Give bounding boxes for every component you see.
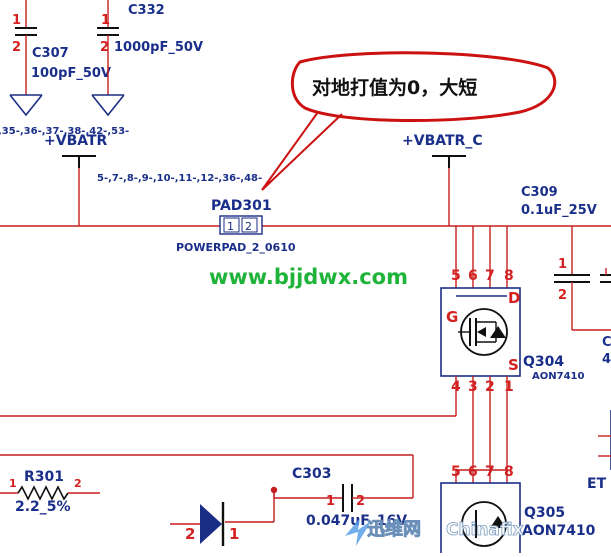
vbatr-page-refs: 5-,7-,8-,9-,10-,11-,12-,36-,48- [97, 173, 262, 184]
q304-part: AON7410 [532, 371, 584, 382]
q304-pin-1: 1 [504, 379, 514, 395]
pad301: PAD301 1 2 POWERPAD_2_0610 [176, 198, 296, 254]
gnd1-triangle [9, 94, 43, 117]
pad301-cell-1 [223, 217, 240, 233]
edge-label-c: C [602, 335, 611, 350]
r301-ref: R301 [24, 469, 64, 485]
watermark-text: www.bjjdwx.com [209, 265, 408, 289]
net-vbatr-c: +VBATR_C [402, 133, 483, 226]
annotation-bubble: 对地打值为0，大短 [261, 51, 557, 191]
q304-pin-2: 2 [485, 379, 495, 395]
q305-part: AON7410 [522, 523, 596, 539]
c332-ref: C332 [128, 3, 165, 18]
c332-pin-top: 1 [101, 13, 110, 28]
q305-diode-icon [490, 516, 506, 528]
ground-page-refs: ,35-,36-,37-,38-,42-,53- [0, 126, 129, 137]
logo-mark-icon [345, 518, 372, 546]
c309-pin2: 2 [558, 288, 567, 303]
c307-pin-top: 1 [12, 13, 21, 28]
logo-text-cn: 迅维网 [367, 518, 421, 540]
q304-diode-icon [490, 326, 506, 338]
annotation-pointer [261, 111, 343, 191]
c307-value: 100pF_50V [31, 66, 111, 81]
r301-zigzag-icon [17, 485, 69, 501]
mosfet-q305: 5 6 7 8 Q305 AON7410 [440, 464, 596, 557]
c303-value: 0.047uF_16V [306, 513, 407, 529]
pad301-ref: PAD301 [211, 198, 272, 214]
pad301-pin1: 1 [227, 220, 234, 233]
annotation-text: 对地打值为0，大短 [312, 76, 477, 99]
c309-pin1: 1 [558, 257, 567, 272]
diode-pin-1: 1 [229, 525, 239, 543]
diode-triangle-icon [200, 504, 222, 544]
c309-ref: C309 [521, 185, 558, 200]
logo-text-latin: Chinafix [446, 520, 524, 540]
vbatr-label: +VBATR [44, 133, 108, 149]
c307-pin-label: 2 [12, 40, 21, 55]
q304-ref: Q304 [523, 354, 564, 370]
pad301-footprint: POWERPAD_2_0610 [176, 241, 296, 254]
edge-label-4: 4 [602, 352, 611, 367]
c309-value: 0.1uF_25V [521, 203, 597, 218]
q304-pin-8: 8 [504, 268, 514, 284]
r301-pin2: 2 [74, 477, 82, 490]
q305-pin-8: 8 [504, 464, 514, 480]
capacitor-c307: 2 C307 100pF_50V [12, 0, 111, 95]
q304-pin-7: 7 [485, 268, 495, 284]
edge-label-et: ET [587, 476, 607, 492]
r301-pin1: 1 [9, 477, 17, 490]
r301-value: 2.2_5% [15, 499, 71, 515]
c303-pin2: 2 [356, 494, 365, 509]
q304-arrow-icon [477, 327, 486, 337]
q304-drain-label: D [508, 289, 520, 307]
chinafix-logo: 迅维网 Chinafix [345, 518, 524, 546]
capacitor-c309: C309 0.1uF_25V 1 2 [521, 185, 611, 331]
diode: 2 1 [170, 490, 275, 546]
c303-pin1: 1 [326, 494, 335, 509]
resistor-r301: R301 1 2 2.2_5% [0, 469, 100, 515]
ground-symbol-1 [9, 94, 43, 117]
q304-pin-5: 5 [451, 268, 461, 284]
pad301-body [219, 215, 263, 235]
c332-pin-label: 2 [100, 40, 109, 55]
q304-gate-label: G [446, 308, 458, 326]
q305-circle [461, 501, 507, 547]
q304-source-label: S [508, 356, 519, 374]
q304-pin-6: 6 [468, 268, 478, 284]
diode-pin-2: 2 [185, 525, 195, 543]
capacitor-c303: C303 1 2 0.047uF_16V [273, 466, 407, 529]
mosfet-q304: 5 6 7 8 G D S Q304 AON7410 4 3 2 1 [440, 226, 584, 470]
c332-value: 1000pF_50V [114, 40, 203, 55]
q305-ref: Q305 [524, 505, 565, 521]
pad301-pin2: 2 [245, 220, 252, 233]
capacitor-c332: 1 2 C332 1000pF_50V [97, 0, 203, 95]
ground-symbol-2 [91, 94, 125, 117]
q304-pin-3: 3 [468, 379, 478, 395]
c303-ref: C303 [292, 466, 332, 482]
pad301-cell-2 [241, 217, 258, 233]
gnd2-triangle [91, 94, 125, 117]
vbatr-c-label: +VBATR_C [402, 133, 483, 149]
annotation-outline [290, 51, 557, 123]
net-vbatr: +VBATR 5-,7-,8-,9-,10-,11-,12-,36-,48- [44, 133, 262, 226]
q304-pin-4: 4 [451, 379, 461, 395]
q305-body [440, 482, 521, 557]
c307-ref: C307 [32, 46, 69, 61]
